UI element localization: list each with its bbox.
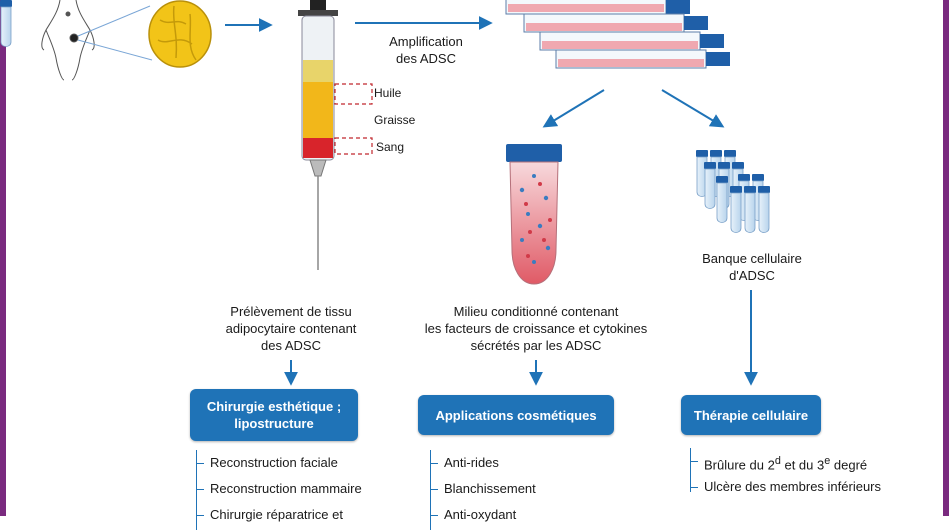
chirurgie-box: Chirurgie esthétique ; lipostructure	[190, 389, 358, 441]
list-item: Ulcère des membres inférieurs	[690, 474, 881, 500]
therapie-list-rail	[690, 448, 691, 492]
banque-line-2: d'ADSC	[729, 268, 775, 283]
culture-flasks-icon	[505, 0, 730, 69]
therapie-box: Thérapie cellulaire	[681, 395, 821, 435]
arrow-to-bank	[661, 89, 725, 128]
prelevement-line-2: adipocytaire contenant	[225, 321, 357, 336]
therapie-item-1-text: Brûlure du 2	[704, 457, 775, 473]
prelevement-line-1: Prélèvement de tissu	[230, 304, 352, 319]
layer-label-sang: Sang	[376, 140, 405, 154]
milieu-label: Milieu conditionné contenant les facteur…	[402, 303, 670, 354]
amplification-label-line-1: Amplification	[389, 34, 463, 49]
syringe-icon	[298, 0, 338, 270]
therapie-list: Brûlure du 2d et du 3e degré Ulcère des …	[690, 448, 881, 500]
milieu-line-2: les facteurs de croissance et cytokines	[424, 321, 648, 336]
cosmetique-box: Applications cosmétiques	[418, 395, 614, 435]
therapie-item-1-mid: et du 3	[780, 457, 825, 473]
therapie-item-1-sup-2: e	[824, 455, 831, 467]
left-frame-border	[0, 0, 6, 516]
therapie-item-2-text: Ulcère des membres inférieurs	[704, 479, 882, 494]
list-item: Reconstruction faciale	[196, 450, 362, 476]
banque-label: Banque cellulaire d'ADSC	[682, 250, 822, 284]
list-item: Chirurgie réparatrice et	[196, 502, 362, 528]
arrow-to-medium	[542, 89, 605, 128]
cell-bank-vials-icon	[0, 0, 771, 233]
therapie-item-1-sup-1: d	[774, 455, 781, 467]
diagram-artwork	[0, 0, 771, 386]
layer-label-graisse: Graisse	[374, 113, 416, 127]
prelevement-label: Prélèvement de tissu adipocytaire conten…	[196, 303, 386, 354]
list-item: Reconstruction mammaire	[196, 476, 362, 502]
cosmetique-list: Anti-rides Blanchissement Anti-oxydant	[430, 450, 536, 530]
milieu-line-1: Milieu conditionné contenant	[453, 304, 619, 319]
amplification-label: Amplification des ADSC	[366, 33, 486, 67]
chirurgie-list: Reconstruction faciale Reconstruction ma…	[196, 450, 362, 530]
milieu-line-3: sécrétés par les ADSC	[470, 338, 602, 353]
prelevement-line-3: des ADSC	[261, 338, 321, 353]
chirurgie-box-line-2: lipostructure	[234, 416, 314, 431]
chirurgie-box-line-1: Chirurgie esthétique ;	[206, 399, 342, 414]
list-item: Anti-rides	[430, 450, 536, 476]
banque-line-1: Banque cellulaire	[702, 251, 802, 266]
layer-label-huile: Huile	[374, 86, 402, 100]
human-body-outline-icon	[41, 0, 95, 81]
amplification-label-line-2: des ADSC	[396, 51, 456, 66]
adipose-tissue-icon	[148, 0, 212, 68]
therapie-item-1-post: degré	[830, 457, 868, 473]
list-item: Blanchissement	[430, 476, 536, 502]
syringe-layer-markers	[334, 83, 373, 155]
cosmetique-list-rail	[430, 450, 431, 530]
list-item: Brûlure du 2d et du 3e degré	[690, 448, 881, 474]
conditioned-medium-tube-icon	[506, 144, 562, 285]
list-item: Anti-oxydant	[430, 502, 536, 528]
right-frame-border	[943, 0, 949, 516]
chirurgie-list-rail	[196, 450, 197, 530]
